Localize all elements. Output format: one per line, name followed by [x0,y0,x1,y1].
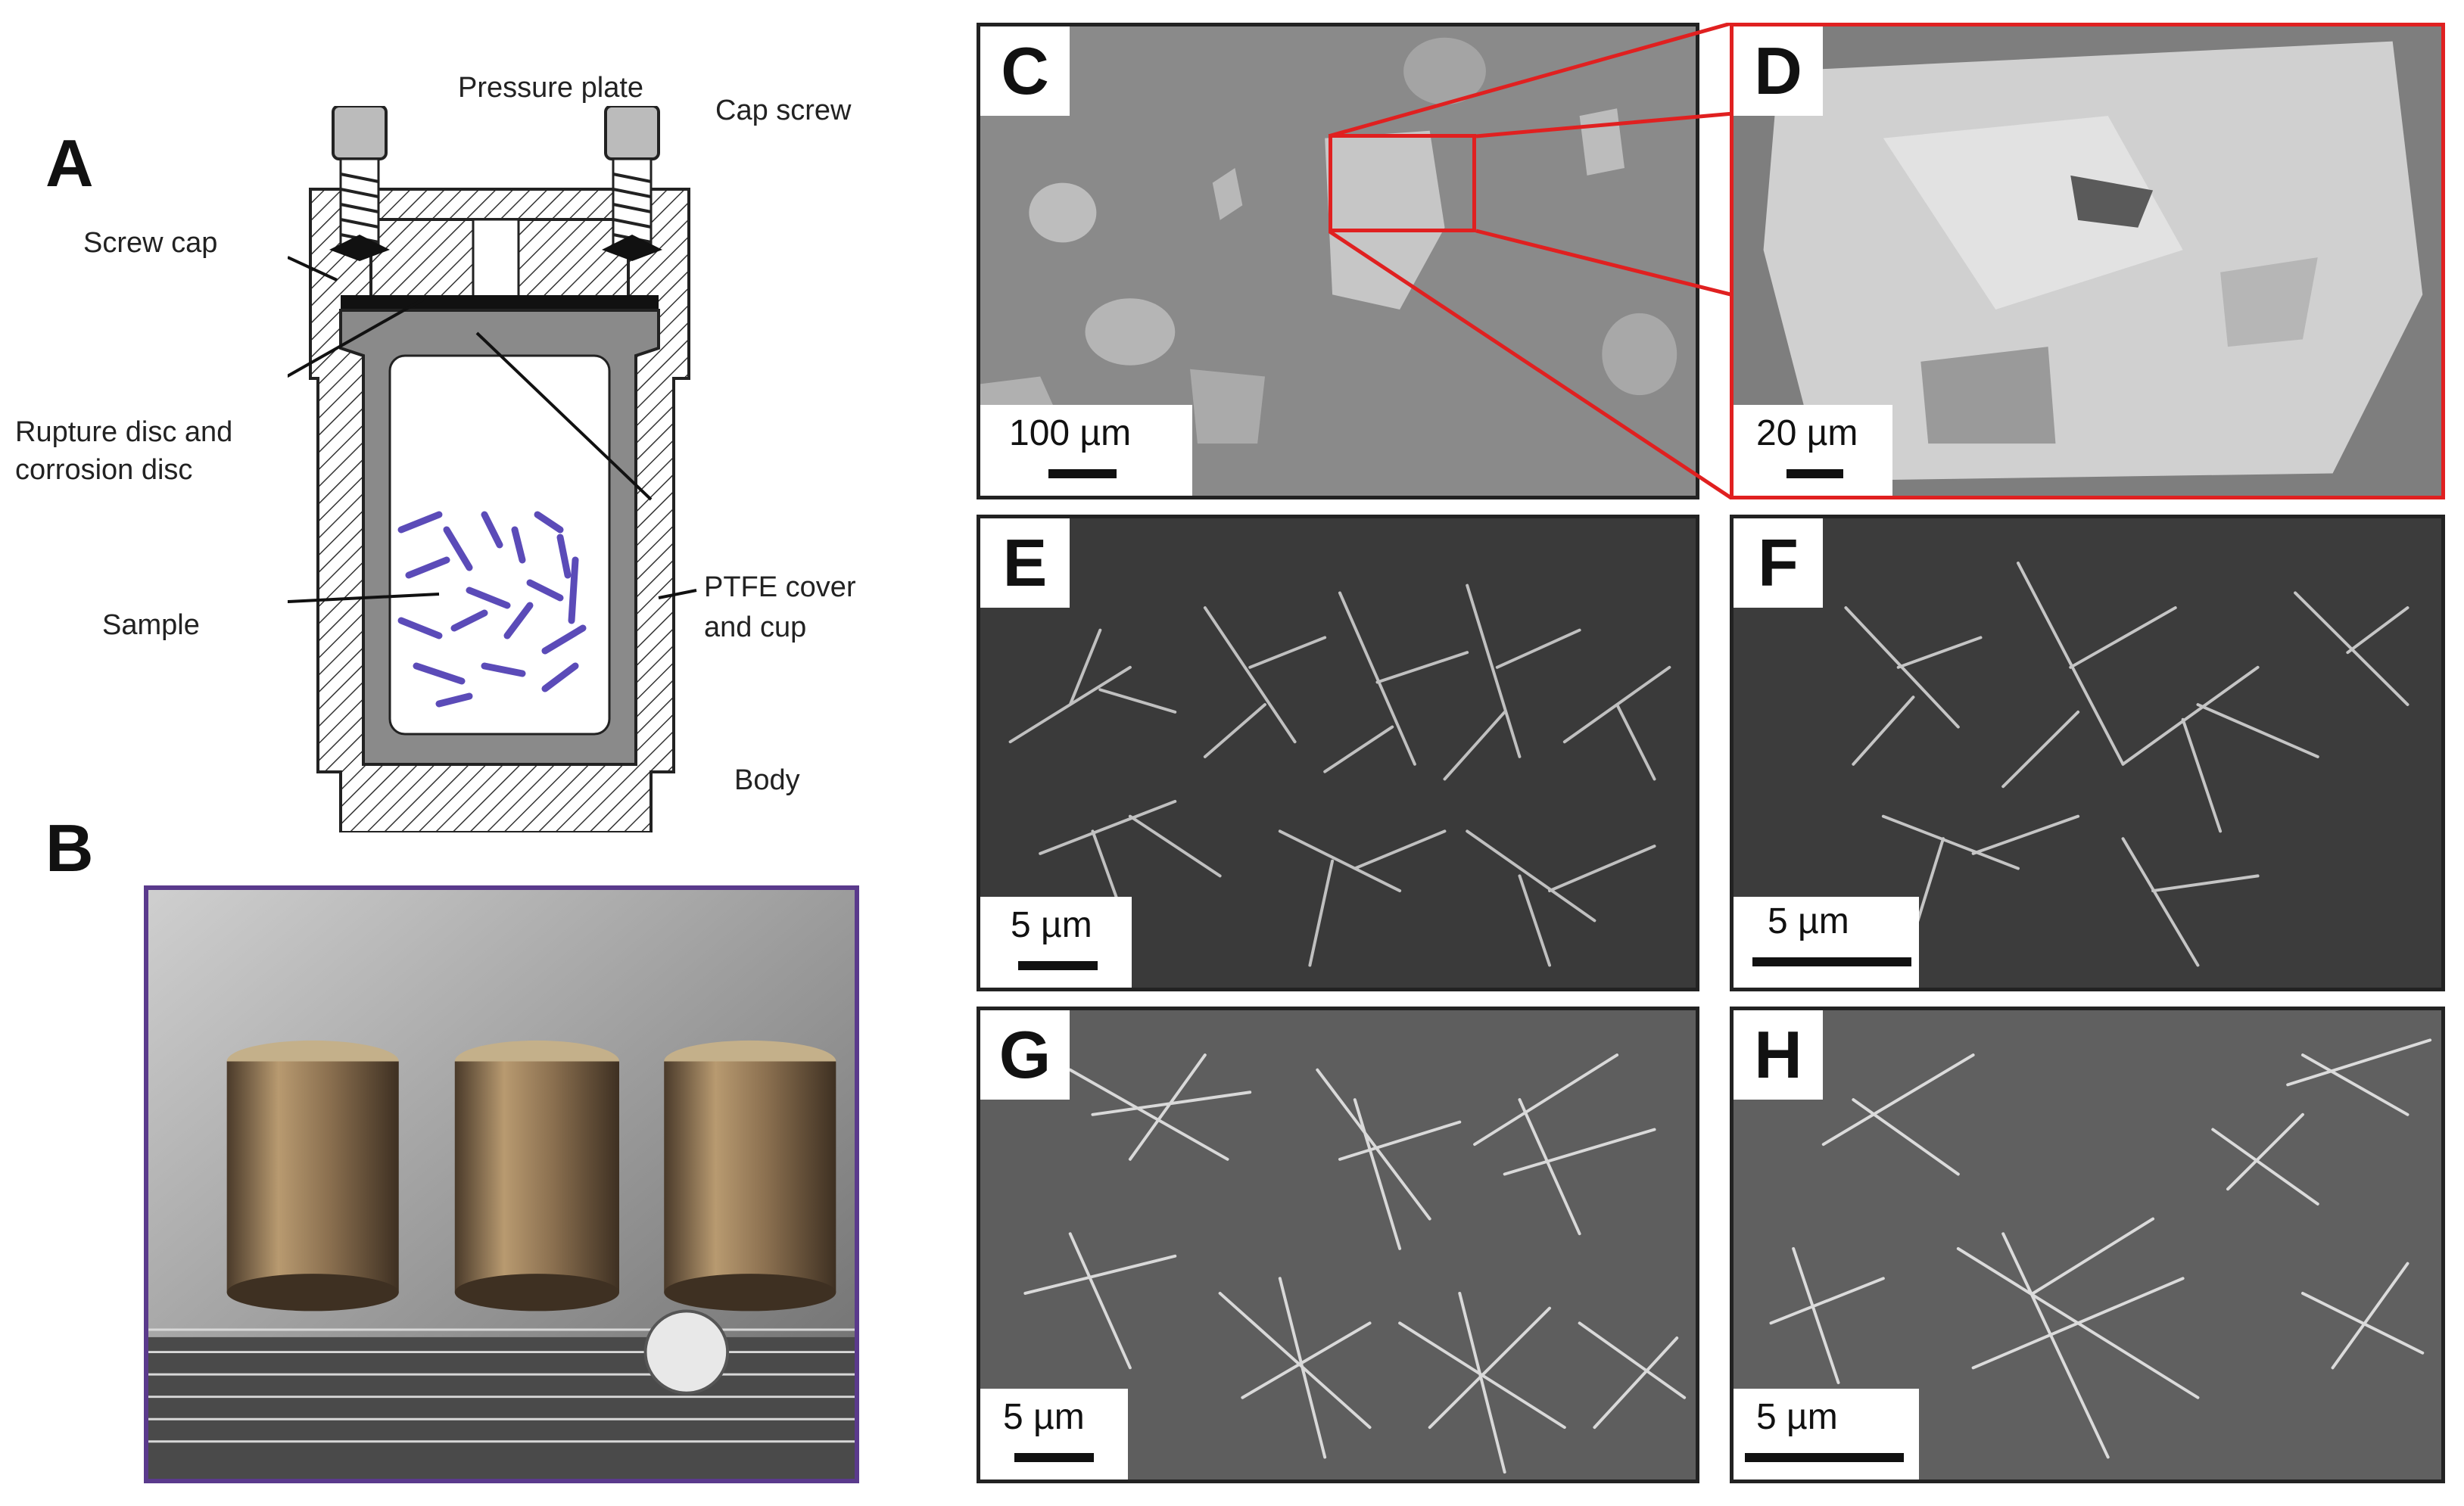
label-ptfe-1: PTFE cover [704,571,856,603]
sem-c-scale: 100 µm [980,405,1192,496]
leader-lines [288,256,697,604]
sem-panel-e: E 5 µm [977,515,1699,991]
cap-screw-left [329,106,390,261]
label-body: Body [734,764,800,796]
sem-panel-c: C 100 µm [977,23,1699,499]
label-ptfe-2: and cup [704,611,807,643]
vessel-photo-3 [664,1040,836,1312]
label-pressure-plate: Pressure plate [458,72,644,104]
sem-g-letter: G [980,1010,1070,1100]
sem-h-scale: 5 µm [1734,1389,1919,1480]
cap-screw-right [602,106,662,261]
sem-d-scale: 20 µm [1734,405,1892,496]
sem-f-scale: 5 µm [1734,897,1919,988]
sem-d-letter: D [1734,26,1823,116]
panel-b-letter: B [45,811,94,885]
label-cap-screw: Cap screw [715,95,852,126]
sem-e-scale: 5 µm [980,897,1132,988]
sem-f-letter: F [1734,518,1823,608]
sample-rods [397,511,587,708]
vessel-photo-1 [226,1040,399,1312]
rupture-disc [341,295,659,309]
sem-h-letter: H [1734,1010,1823,1100]
zoom-box [1329,134,1476,232]
label-rupture-2: corrosion disc [15,454,193,486]
vessel-schematic [288,106,697,832]
sem-panel-d: D 20 µm [1730,23,2445,499]
sem-c-letter: C [980,26,1070,116]
sem-g-scale: 5 µm [980,1389,1128,1480]
vessels-photo [144,885,859,1483]
panel-a-letter: A [45,126,94,201]
sem-e-letter: E [980,518,1070,608]
label-rupture-1: Rupture disc and [15,416,233,448]
sem-panel-g: G 5 µm [977,1007,1699,1483]
label-sample: Sample [102,609,200,641]
sem-panel-h: H 5 µm [1730,1007,2445,1483]
zoom-lines [1329,23,1735,499]
vessel-photo-2 [454,1040,619,1312]
label-screw-cap: Screw cap [83,227,218,259]
sem-panel-f: F 5 µm [1730,515,2445,991]
